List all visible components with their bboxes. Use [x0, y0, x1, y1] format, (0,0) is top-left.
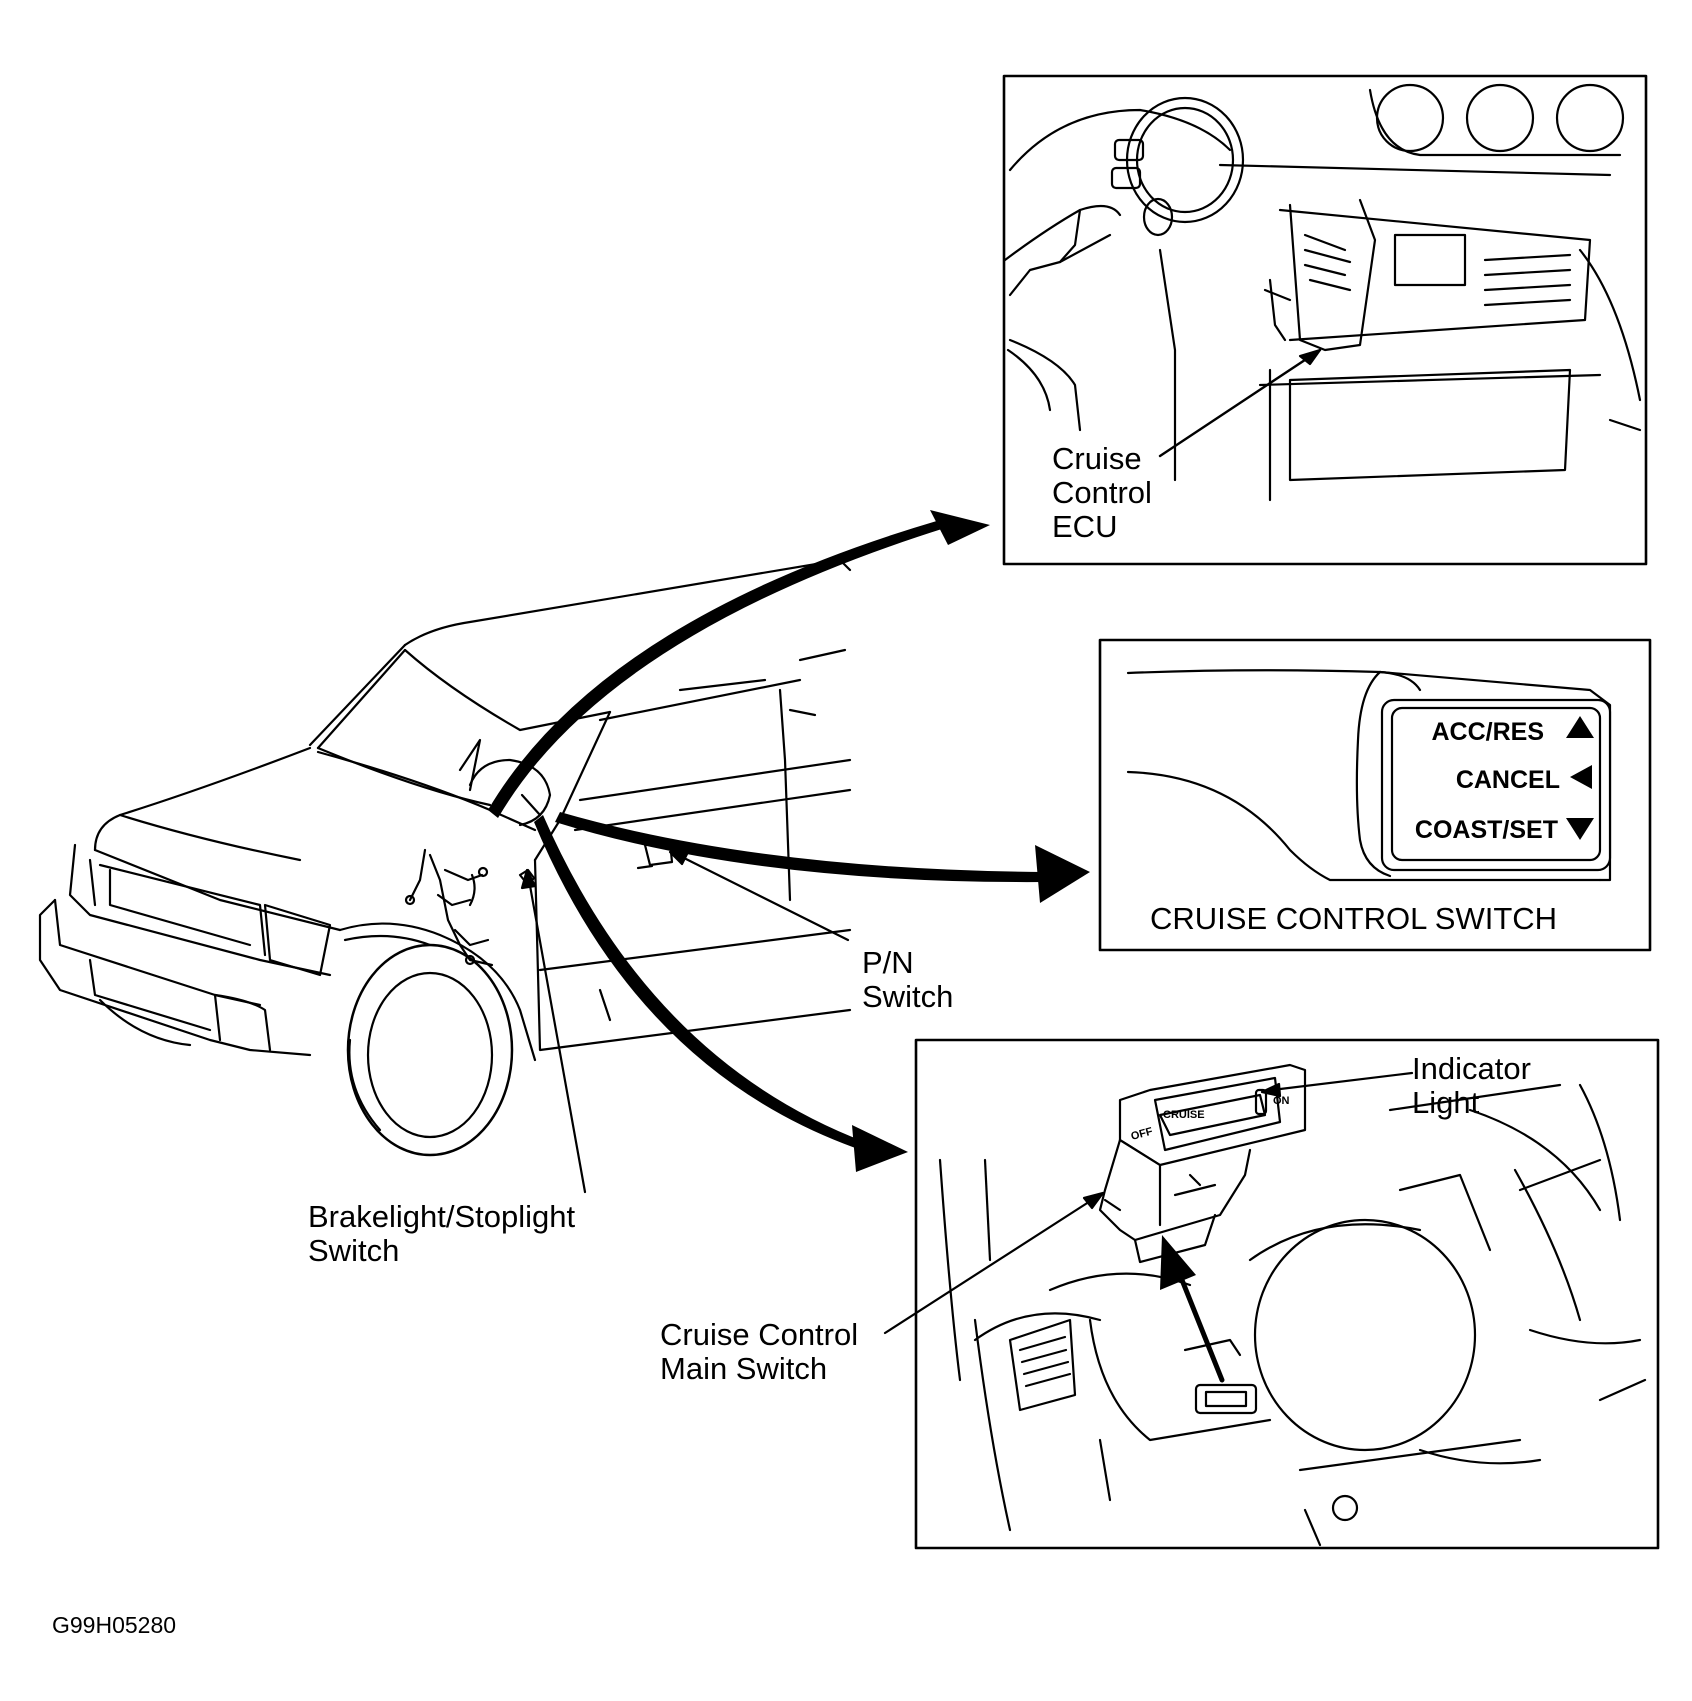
pn-switch-label-line: Switch: [862, 979, 954, 1014]
coast-set-button[interactable]: COAST/SET: [1415, 816, 1558, 844]
figure-code: G99H05280: [52, 1612, 177, 1638]
cruise-switch-panel: [1098, 638, 1652, 952]
brake-switch-label-line: Brakelight/Stoplight: [308, 1199, 576, 1234]
ecu-detail-panel: [1002, 74, 1648, 566]
cruise-switch-drawing: [1126, 669, 1612, 882]
callout-arrows: [488, 510, 1090, 1172]
vehicle-drawing: [38, 558, 852, 1157]
main-switch-right-marking: ON: [1273, 1095, 1290, 1107]
triangle-up-icon: [1566, 716, 1594, 738]
pn-switch-label: P/N Switch: [862, 946, 953, 1014]
main-switch-drawing: [938, 1063, 1647, 1547]
triangle-down-icon: [1566, 818, 1594, 840]
triangle-left-icon: [1570, 765, 1592, 789]
cruise-switch-caption: CRUISE CONTROL SWITCH: [1150, 901, 1558, 936]
brake-switch-label-line: Switch: [308, 1233, 400, 1268]
indicator-light-label-line: Light: [1412, 1085, 1480, 1120]
main-switch-center-marking: CRUISE: [1163, 1109, 1205, 1121]
main-switch-panel: [914, 1038, 1660, 1550]
indicator-light-label-line: Indicator: [1412, 1051, 1531, 1086]
main-switch-left-marking: OFF: [1130, 1126, 1155, 1143]
main-switch-label: Cruise Control Main Switch: [660, 1318, 858, 1386]
ecu-label-line: ECU: [1052, 509, 1118, 544]
ecu-label-line: Cruise: [1052, 441, 1142, 476]
acc-res-button[interactable]: ACC/RES: [1431, 718, 1544, 746]
pn-switch-label-line: P/N: [862, 945, 914, 980]
leader-lines: [520, 850, 1414, 1335]
brake-switch-label: Brakelight/Stoplight Switch: [308, 1200, 575, 1268]
cancel-button[interactable]: CANCEL: [1456, 766, 1560, 794]
ecu-label-line: Control: [1052, 475, 1152, 510]
indicator-light-label: Indicator Light: [1412, 1052, 1531, 1120]
ecu-label: Cruise Control ECU: [1052, 442, 1152, 544]
main-switch-label-line: Main Switch: [660, 1351, 828, 1386]
ecu-detail-drawing: [1003, 83, 1642, 502]
main-switch-label-line: Cruise Control: [660, 1317, 859, 1352]
